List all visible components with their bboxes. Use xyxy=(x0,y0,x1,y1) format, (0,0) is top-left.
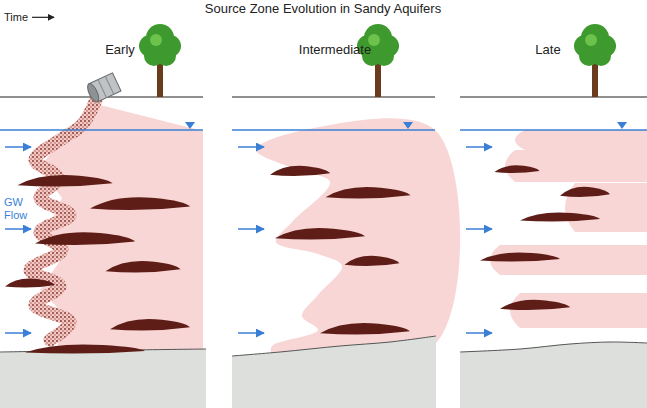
clay-lens xyxy=(326,187,411,199)
panel-label: Early xyxy=(105,43,135,58)
tree xyxy=(357,24,399,97)
clay-lens xyxy=(560,187,610,197)
clay-lens xyxy=(5,278,55,287)
clay-lens xyxy=(320,323,410,335)
dissolved-plume xyxy=(515,130,647,150)
clay-lens xyxy=(90,197,190,210)
clay-lens xyxy=(275,228,365,240)
diagram-title: Source Zone Evolution in Sandy Aquifers xyxy=(205,2,441,17)
bedrock xyxy=(0,349,206,408)
clay-lens xyxy=(520,212,600,221)
clay-lens xyxy=(270,166,330,176)
flow-arrow xyxy=(5,146,31,148)
clay-lens xyxy=(495,165,540,173)
dissolved-plume xyxy=(505,150,647,182)
clay-lens xyxy=(106,261,181,273)
water-table xyxy=(0,129,203,131)
water-table-marker xyxy=(403,122,413,129)
flow-arrow xyxy=(238,146,264,148)
water-table xyxy=(460,129,647,131)
ground-surface xyxy=(232,96,435,97)
flow-arrow xyxy=(466,228,492,230)
clay-lens xyxy=(110,319,190,331)
clay-lens xyxy=(480,252,560,261)
flow-arrow xyxy=(5,332,31,334)
flow-arrow xyxy=(5,228,31,230)
tree xyxy=(574,24,616,97)
ground-surface xyxy=(460,96,647,97)
dissolved-plume xyxy=(510,293,647,328)
dnapl-pathway xyxy=(30,100,96,340)
dissolved-plume xyxy=(256,118,460,363)
flow-arrow xyxy=(238,332,264,334)
time-arrow xyxy=(32,17,54,18)
clay-lens xyxy=(500,300,570,310)
panel-label: Late xyxy=(535,43,560,58)
tree xyxy=(139,24,181,97)
flow-arrow xyxy=(466,332,492,334)
flow-arrow xyxy=(466,146,492,148)
panel-label: Intermediate xyxy=(299,43,371,58)
clay-lens xyxy=(35,232,135,245)
water-table xyxy=(232,129,435,131)
bedrock-surface xyxy=(460,342,647,352)
clay-lens xyxy=(345,256,400,266)
water-table-marker xyxy=(185,122,195,129)
clay-lens xyxy=(18,175,113,187)
clay-lens xyxy=(25,344,145,353)
water-table-marker xyxy=(617,122,627,129)
bedrock-surface xyxy=(232,336,436,356)
flow-label: GW Flow xyxy=(4,196,30,221)
flow-arrow xyxy=(238,228,264,230)
axis-label: Time xyxy=(4,11,28,24)
bedrock xyxy=(232,336,436,408)
bedrock xyxy=(460,342,647,408)
spill-drum xyxy=(85,73,121,104)
